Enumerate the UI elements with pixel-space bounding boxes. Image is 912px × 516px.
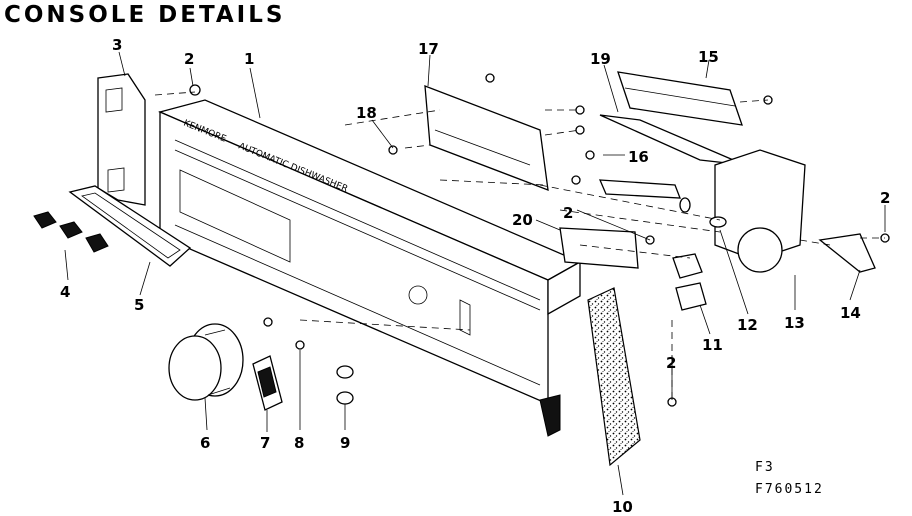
screws <box>189 73 890 407</box>
control-knob <box>168 323 244 401</box>
bracket-plate <box>424 85 549 191</box>
timer-cover <box>617 71 743 126</box>
callout-5: 5 <box>134 296 144 314</box>
diagram-title: CONSOLE DETAILS <box>4 2 286 28</box>
callout-9: 9 <box>340 434 350 452</box>
callout-11: 11 <box>702 336 723 354</box>
light-lens <box>587 287 641 467</box>
callout-1: 1 <box>244 50 254 68</box>
bracket-clip <box>818 233 876 273</box>
callout-14: 14 <box>840 304 861 322</box>
callout-19: 19 <box>590 50 611 68</box>
callout-2-bottom: 2 <box>666 354 676 372</box>
callout-16: 16 <box>628 148 649 166</box>
timer-assembly <box>709 149 806 273</box>
callout-2-right: 2 <box>880 189 890 207</box>
callout-2-top: 2 <box>184 50 194 68</box>
callout-17: 17 <box>418 40 439 58</box>
callout-13: 13 <box>784 314 805 332</box>
end-bracket <box>97 73 146 206</box>
leader-lines <box>64 51 886 496</box>
figure-code-line2: F760512 <box>755 482 824 497</box>
callout-12: 12 <box>737 316 758 334</box>
callout-7: 7 <box>260 434 270 452</box>
brackets-16-20 <box>559 179 691 269</box>
figure-code-line1: F3 <box>755 460 775 475</box>
callout-8: 8 <box>294 434 304 452</box>
callout-2-mid: 2 <box>563 204 573 222</box>
callout-18: 18 <box>356 104 377 122</box>
bezel-frame <box>68 185 192 267</box>
callouts: 1 2 2 2 2 3 4 5 6 7 8 9 10 11 12 13 14 1… <box>60 36 890 516</box>
callout-20: 20 <box>512 211 533 229</box>
callout-15: 15 <box>698 48 719 66</box>
callout-10: 10 <box>612 498 633 516</box>
rocker-switch <box>252 355 283 411</box>
button-keys <box>33 211 109 253</box>
small-switches <box>672 253 707 311</box>
callout-6: 6 <box>200 434 210 452</box>
callout-4: 4 <box>60 283 70 301</box>
callout-3: 3 <box>112 36 122 54</box>
